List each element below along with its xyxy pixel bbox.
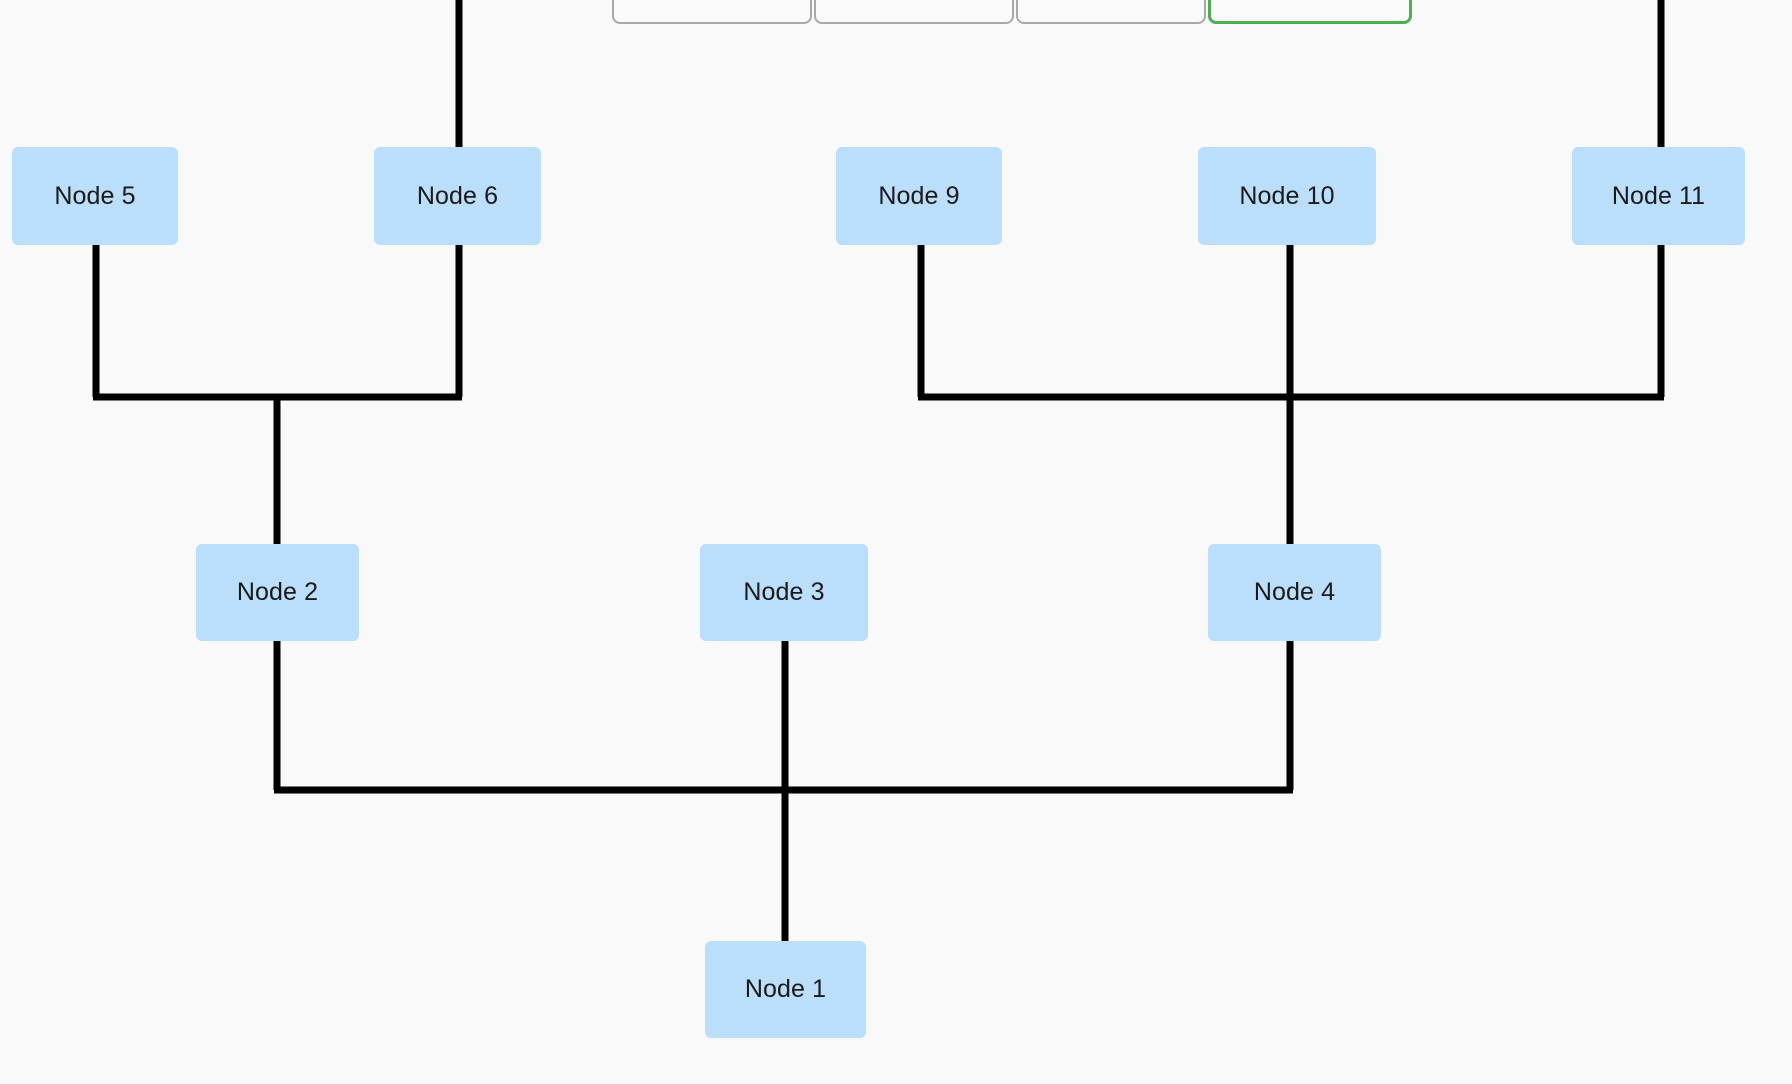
- diagram-node-node1[interactable]: Node 1: [705, 941, 866, 1038]
- node-label: Node 10: [1239, 181, 1335, 210]
- diagram-node-node11[interactable]: Node 11: [1572, 147, 1745, 245]
- toolbar-button-1[interactable]: [612, 0, 812, 24]
- node-label: Node 4: [1253, 578, 1336, 606]
- toolbar: [0, 0, 1792, 24]
- diagram-node-node4[interactable]: Node 4: [1208, 544, 1381, 641]
- diagram-node-node9[interactable]: Node 9: [836, 147, 1002, 245]
- diagram-node-node2[interactable]: Node 2: [196, 544, 359, 641]
- node-label: Node 6: [416, 181, 499, 210]
- node-label: Node 2: [236, 578, 319, 606]
- diagram-node-node10[interactable]: Node 10: [1198, 147, 1376, 245]
- toolbar-button-2[interactable]: [814, 0, 1014, 24]
- toolbar-button-3[interactable]: [1016, 0, 1206, 24]
- node-label: Node 1: [744, 975, 827, 1003]
- diagram-node-node5[interactable]: Node 5: [12, 147, 178, 245]
- node-label: Node 9: [878, 181, 960, 210]
- node-label: Node 5: [54, 181, 136, 210]
- diagram-node-node3[interactable]: Node 3: [700, 544, 868, 641]
- node-label: Node 3: [743, 578, 825, 606]
- diagram-node-node6[interactable]: Node 6: [374, 147, 541, 245]
- node-label: Node 11: [1611, 181, 1706, 210]
- toolbar-button-4[interactable]: [1208, 0, 1412, 24]
